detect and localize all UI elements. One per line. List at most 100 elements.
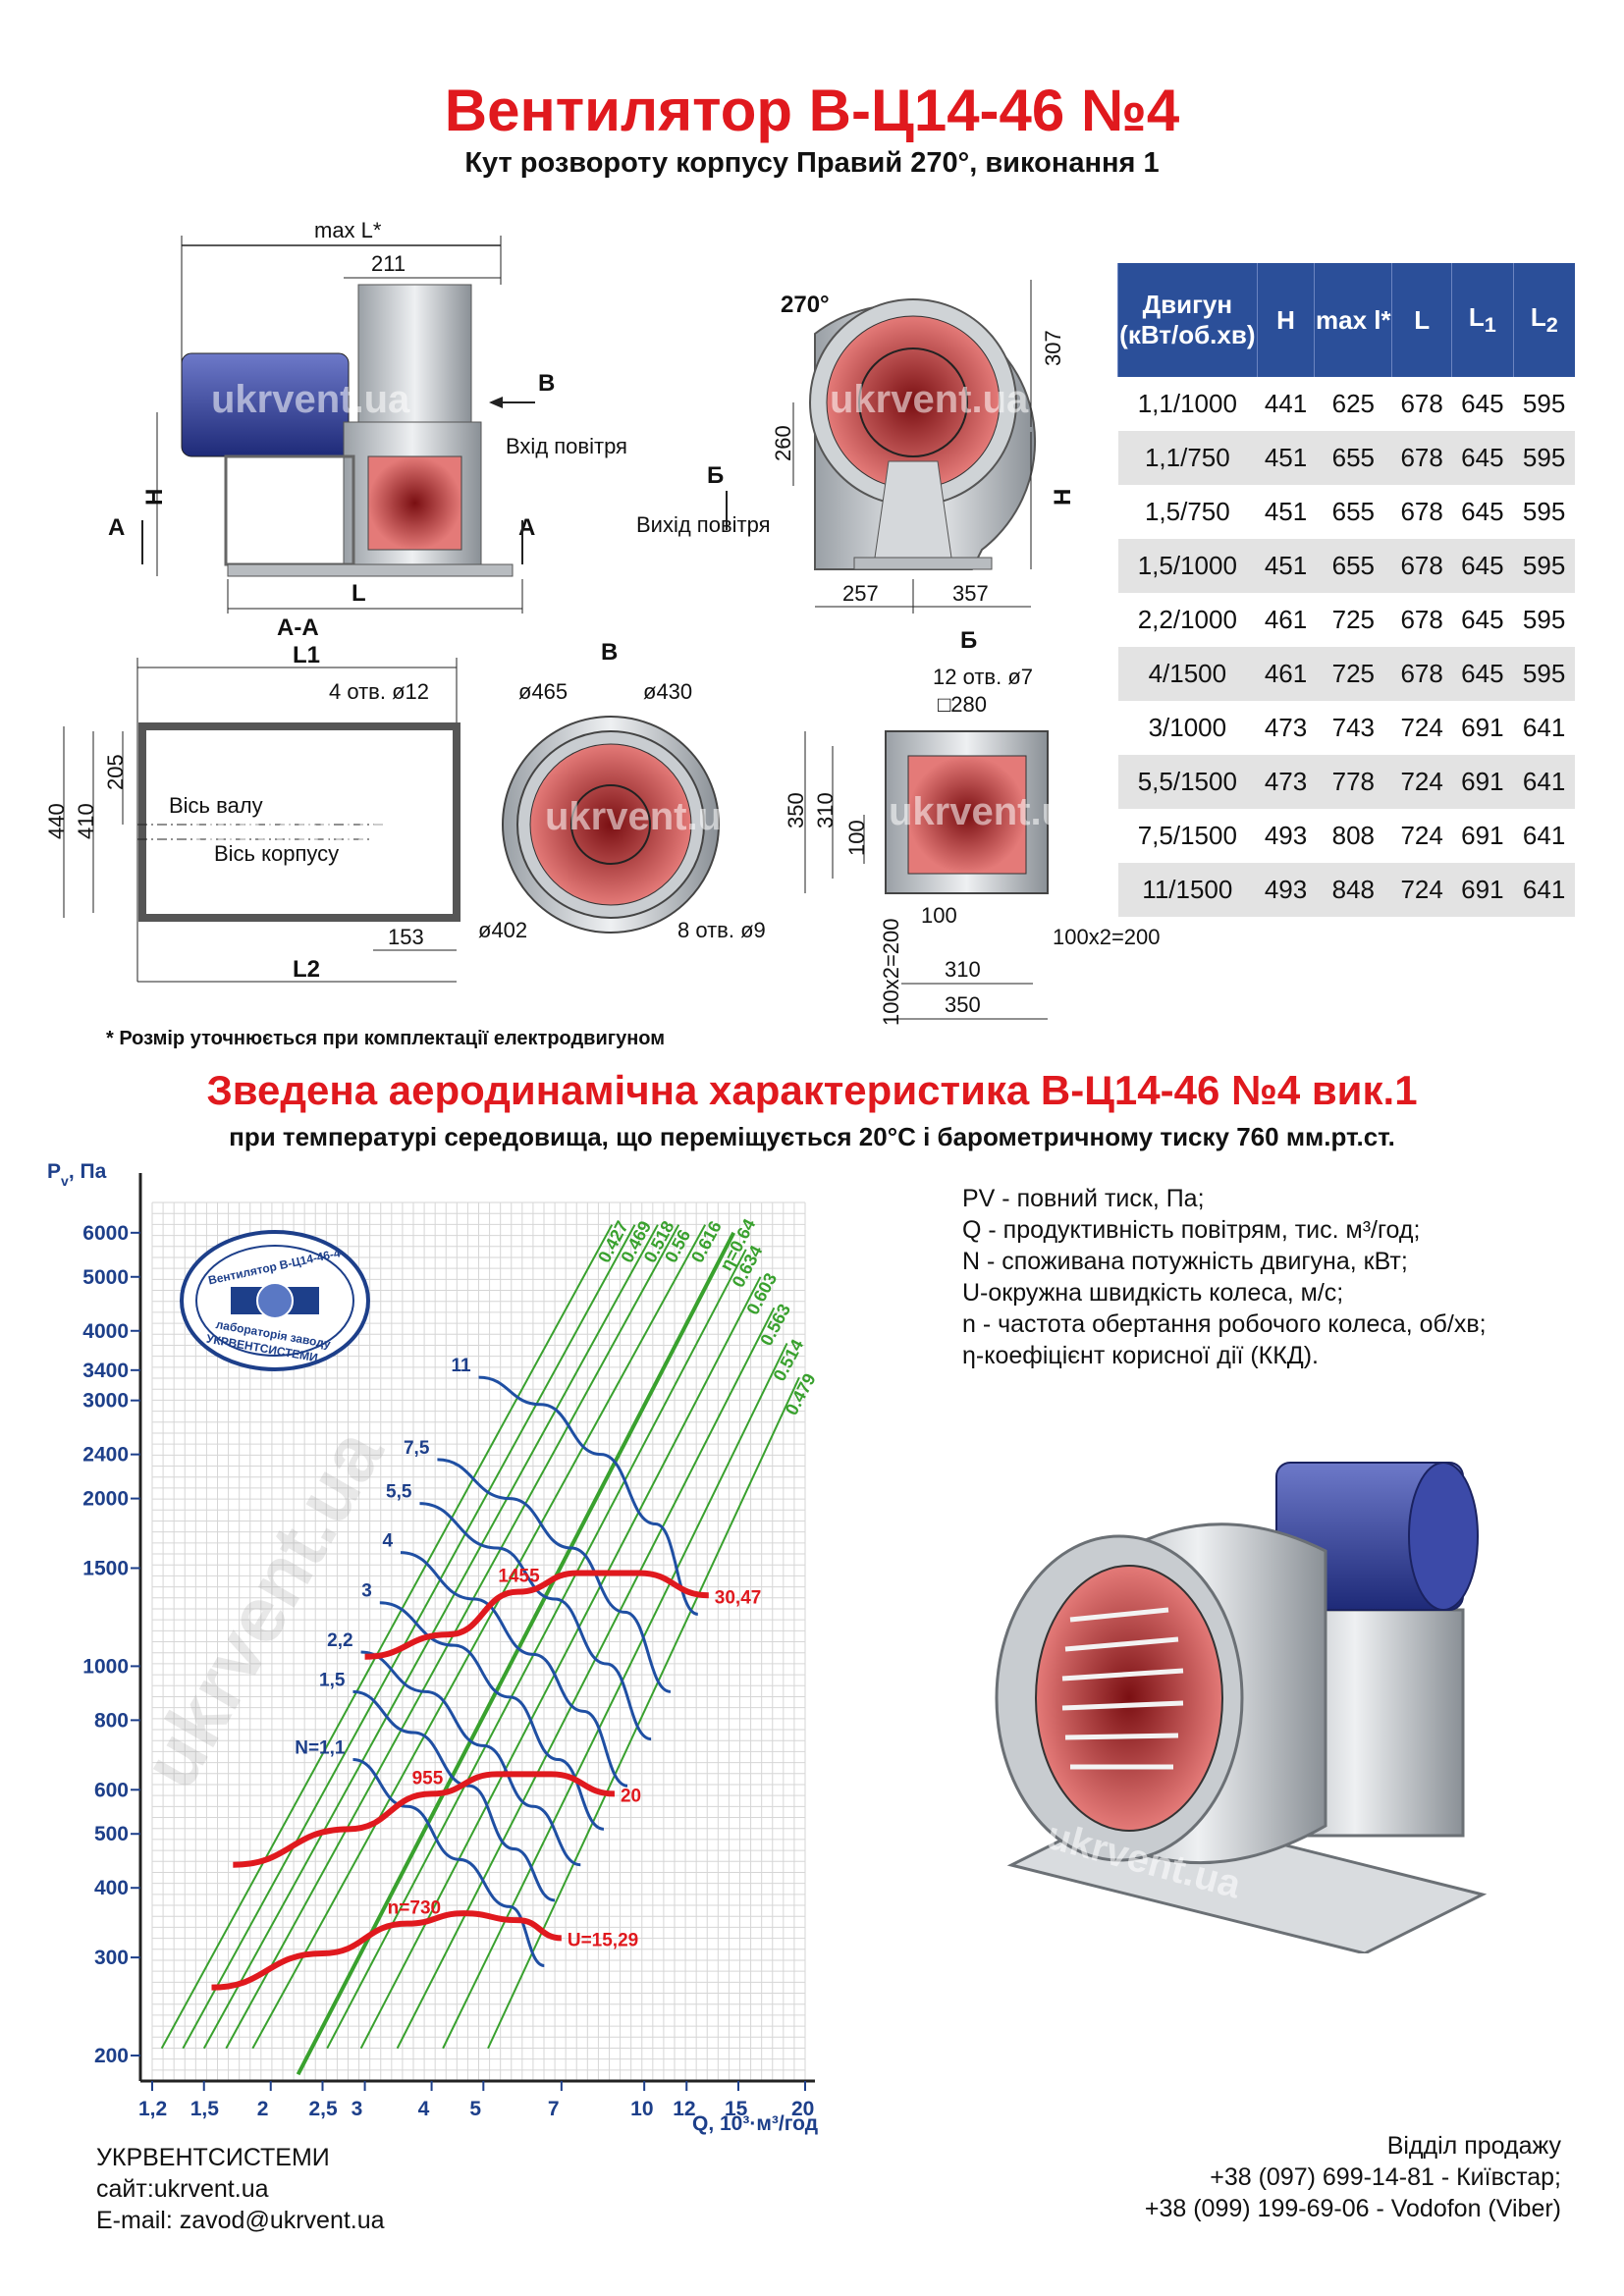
- dim-440: 440: [44, 803, 69, 839]
- x-tick-label: 10: [630, 2098, 653, 2120]
- x-tick-label: 12: [673, 2098, 695, 2120]
- power-curve-label: 5,5: [386, 1482, 412, 1503]
- power-curve: [478, 1375, 699, 1616]
- label-air-inlet: Вхід повітря: [506, 434, 627, 458]
- table-cell: 743: [1331, 713, 1376, 742]
- table-cell: 7,5/1500: [1137, 821, 1237, 850]
- spec-table: Двигун (кВт/об.хв) H max l* L L1 L2 1,1/…: [1117, 263, 1575, 917]
- col-l1: L1: [1450, 263, 1514, 377]
- holes-aa: 4 отв. ø12: [329, 679, 429, 704]
- table-cell: 678: [1391, 647, 1452, 701]
- watermark-b2: ukrvent.ua: [889, 790, 1088, 833]
- y-tick-label: 800: [94, 1709, 129, 1732]
- table-cell: 4/1500: [1117, 647, 1258, 701]
- page-title: Вентилятор В-Ц14-46 №4: [444, 78, 1180, 143]
- label-a-right: А: [518, 514, 535, 541]
- table-cell: 678: [1400, 389, 1443, 418]
- sales-phone-2[interactable]: +38 (099) 199-69-06 - Vodofon (Viber): [1144, 2195, 1561, 2222]
- dim-205: 205: [103, 754, 128, 790]
- sales-block: Відділ продажу +38 (097) 699-14-81 - Киї…: [1145, 2130, 1561, 2224]
- y-tick-label: 500: [94, 1823, 129, 1845]
- watermark-aa: ukrvent.ua: [191, 810, 391, 853]
- table-cell: 645: [1461, 497, 1504, 526]
- label-air-outlet: Вихід повітря: [636, 512, 771, 537]
- section-aa: А-А L1 4 отв. ø12 Вісь валу Вісь корпусу…: [44, 614, 460, 983]
- table-cell: 1,5/750: [1144, 497, 1230, 526]
- dim-310: 310: [813, 792, 838, 828]
- table-cell: 655: [1331, 497, 1376, 526]
- table-cell: 473: [1264, 713, 1308, 742]
- table-cell: 595: [1513, 647, 1575, 701]
- fan-render: ukrvent.ua: [995, 1462, 1488, 1953]
- company-block: УКРВЕНТСИСТЕМИ сайт:ukrvent.ua E-mail: z…: [96, 2142, 385, 2236]
- table-cell: 11/1500: [1117, 863, 1258, 917]
- table-cell: 641: [1513, 755, 1575, 809]
- label-h-front: H: [1050, 489, 1076, 506]
- company-email[interactable]: E-mail: zavod@ukrvent.ua: [96, 2207, 385, 2234]
- power-curve-label: 3: [361, 1581, 372, 1602]
- table-cell: 493: [1264, 821, 1308, 850]
- efficiency-line: [359, 1276, 762, 2050]
- y-axis-label: Pv, Па: [47, 1160, 107, 1189]
- table-cell: 678: [1400, 497, 1443, 526]
- company-site[interactable]: сайт:ukrvent.ua: [96, 2175, 269, 2203]
- watermark-side: ukrvent.ua: [211, 378, 410, 421]
- table-cell: 691: [1461, 821, 1504, 850]
- table-cell: 5,5/1500: [1117, 755, 1258, 809]
- dim-d465: ø465: [518, 679, 568, 704]
- speed-curve-end-label: 30,47: [715, 1587, 762, 1608]
- dim-257: 257: [842, 581, 879, 606]
- speed-curve-end-label: U=15,29: [568, 1930, 638, 1950]
- watermark-front: ukrvent.ua: [830, 378, 1029, 421]
- speed-curve-label: n=730: [388, 1898, 441, 1919]
- dim-d402: ø402: [478, 918, 527, 942]
- power-curve-label: 11: [451, 1356, 471, 1376]
- y-tick-label: 1000: [82, 1655, 129, 1678]
- power-curve-label: 1,5: [319, 1670, 346, 1690]
- power-curve: [419, 1502, 652, 1741]
- x-tick-label: 3: [352, 2098, 363, 2120]
- label-l2: L2: [293, 956, 320, 983]
- table-cell: 595: [1522, 605, 1566, 634]
- table-cell: 473: [1257, 755, 1315, 809]
- efficiency-line: [396, 1307, 776, 2050]
- table-cell: 725: [1314, 647, 1392, 701]
- table-cell: 493: [1257, 863, 1315, 917]
- speed-curve-label: 955: [412, 1768, 444, 1789]
- label-a-left: А: [108, 514, 125, 541]
- table-cell: 595: [1522, 389, 1566, 418]
- y-tick-label: 1500: [82, 1557, 129, 1579]
- x-tick-label: 7: [548, 2098, 560, 2120]
- table-cell: 691: [1451, 755, 1514, 809]
- technical-drawings: max L* 211 ukrvent.ua В Вхід повітря H А…: [44, 218, 1161, 1026]
- table-cell: 645: [1461, 605, 1504, 634]
- speed-curve: [233, 1771, 616, 1868]
- table-cell: 641: [1522, 821, 1566, 850]
- col-h: H: [1256, 263, 1315, 377]
- y-tick-label: 3000: [82, 1390, 129, 1413]
- power-curve-label: 7,5: [404, 1438, 430, 1459]
- dim-100x2-h: 100x2=200: [1053, 925, 1161, 949]
- label-l-side: L: [352, 580, 366, 607]
- power-curve: [360, 1650, 581, 1867]
- dim-310-h: 310: [945, 957, 981, 982]
- table-cell: 595: [1513, 431, 1575, 485]
- table-cell: 724: [1400, 713, 1443, 742]
- section-aa-title: А-А: [277, 614, 319, 641]
- table-cell: 641: [1522, 713, 1566, 742]
- speed-curve-end-label: 20: [621, 1786, 641, 1806]
- dim-357: 357: [952, 581, 989, 606]
- y-tick-label: 3400: [82, 1360, 129, 1382]
- lab-logo: Вентилятор В-Ц14-46-4 лабораторія заводу…: [180, 1230, 370, 1371]
- view-b2: Б 12 отв. ø7 □280 ukrvent.ua 350 310 100…: [784, 627, 1161, 1026]
- x-tick-label: 20: [791, 2098, 814, 2120]
- y-tick-label: 2000: [82, 1488, 129, 1511]
- x-axis-label: Q, 10³·м³/год: [692, 2112, 818, 2135]
- sales-phone-1[interactable]: +38 (097) 699-14-81 - Київстар;: [1210, 2163, 1561, 2191]
- table-cell: 848: [1314, 863, 1392, 917]
- table-cell: 595: [1522, 497, 1566, 526]
